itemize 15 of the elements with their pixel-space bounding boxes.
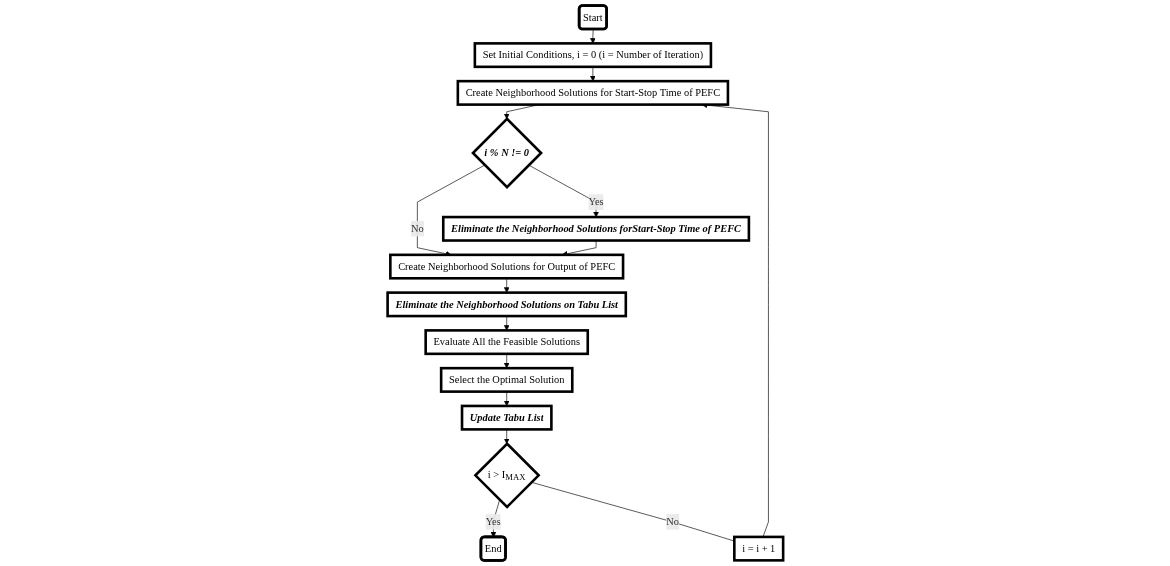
edge-label: Yes [485, 516, 501, 528]
node-box: Eliminate the Neighborhood Solutions forStart-Stop Time of PEFC [441, 215, 750, 242]
node-diamond: i > I$_{MAX}$ [473, 441, 541, 509]
edge-label: No [410, 222, 424, 235]
node-box: Update Tabu List [460, 404, 553, 431]
node-box: Select the Optimal Solution [439, 366, 574, 393]
node-box: Set Initial Conditions, i = 0 (i = Number of Iteration) [473, 42, 712, 69]
node-diamond: i % N != 0 [470, 117, 543, 189]
node-box: Create Neighborhood Solutions for Start-Stop Time of PEFC [456, 79, 729, 106]
node-box: Eliminate the Neighborhood Solutions on Tabu List [385, 291, 627, 318]
edge-label: Yes [588, 196, 604, 208]
edge-label: No [665, 516, 679, 528]
node-box: i = i + 1 [732, 535, 785, 562]
node-box: Create Neighborhood Solutions for Output of PEFC [388, 253, 624, 280]
node-box: Evaluate All the Feasible Solutions [424, 329, 589, 356]
